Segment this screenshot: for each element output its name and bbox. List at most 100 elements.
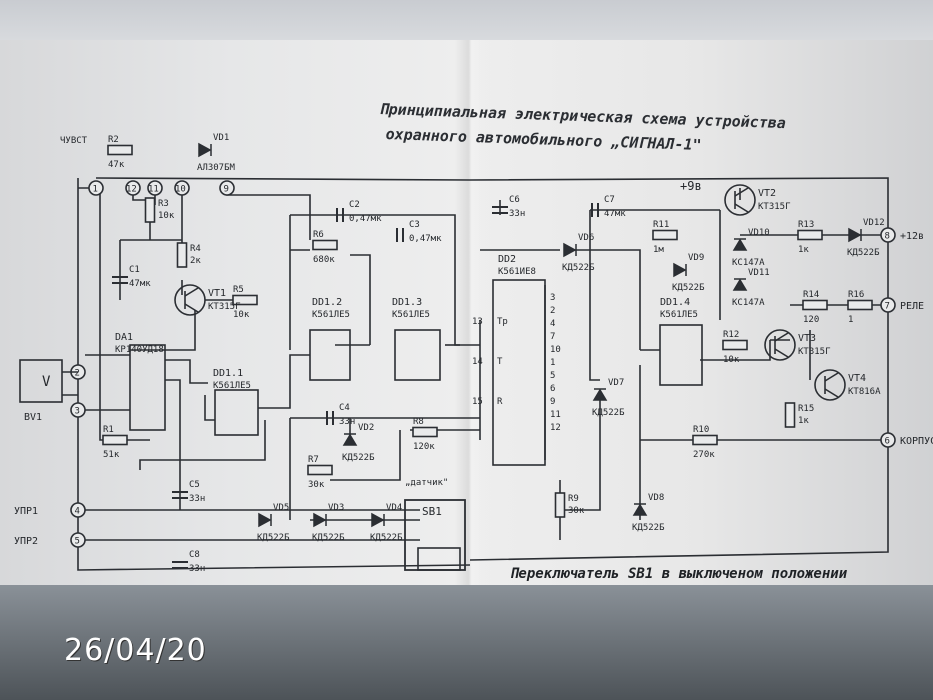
value-vt3: КТ315Г [798,347,831,357]
value-r15: 1к [798,416,809,426]
label-vd11: VD11 [748,268,770,278]
terminal-3 [70,402,86,418]
label-dd2: DD2 [498,254,516,265]
label-vd4: VD4 [386,503,402,513]
dd2-output-pin-12: 12 [550,423,561,433]
value-da1: КР140УД18 [115,345,164,355]
label-c8: C8 [189,550,200,560]
value-c1: 47мк [129,279,151,289]
dd2-input-pin-14: 14 [472,357,483,367]
label-r9: R9 [568,494,579,504]
terminal-9 [219,180,235,196]
transistor-vt4-collector [824,372,839,382]
transistor-vt3 [764,329,796,361]
terminal-number-2: 2 [75,369,80,379]
value-vt1: КТ315Г [208,302,241,312]
label-r15: R15 [798,404,814,414]
terminal-number-12: 12 [126,185,137,195]
label-c7: C7 [604,195,615,205]
terminal-11 [147,180,163,196]
resistor-r5 [232,294,258,306]
value-vd5: КД522Б [257,533,290,543]
value-vd10: КС147А [732,258,765,268]
label-r5: R5 [233,285,244,295]
table-surface [0,585,933,700]
label-vt3: VT3 [798,333,816,344]
value-vd8: КД522Б [632,523,665,533]
value-vd12: КД522Б [847,248,880,258]
terminal-number-1: 1 [93,185,98,195]
diode-group [198,142,862,528]
label-da1: DA1 [115,332,133,343]
diode-vd8 [632,503,648,516]
resistor-r10 [692,434,718,446]
value-r14: 120 [803,315,819,325]
terminal-6 [880,432,896,448]
value-dd1-1: К561ЛЕ5 [213,381,251,391]
diode-vd6 [563,242,577,258]
ic-dd1-2 [309,329,351,381]
value-c4: 33н [339,417,355,427]
resistor-r2 [107,144,133,156]
label-c1: C1 [129,265,140,275]
resistor-r1 [102,434,128,446]
transistor-group [174,184,846,401]
terminal-number-10: 10 [175,185,186,195]
value-r3: 10к [158,211,175,221]
label-vd1: VD1 [213,133,229,143]
diode-vd12 [848,227,862,243]
value-r7: 30к [308,480,325,490]
integrated-circuits [129,279,703,466]
capacitor-group [112,203,599,569]
value-r6: 680к [313,255,335,265]
resistor-r14 [802,299,828,311]
terminal-number-4: 4 [75,507,80,517]
terminal-7 [880,297,896,313]
value-dd2: К561ИЕ8 [498,267,536,277]
diode-vd2 [342,433,358,446]
transistor-vt4-emitter [824,388,839,398]
diode-vd1 [198,142,212,158]
terminal-group [70,180,896,548]
terminal-number-5: 5 [75,537,80,547]
label-c4: C4 [339,403,350,413]
terminal-number-11: 11 [148,185,159,195]
resistor-r15 [784,402,796,428]
dd2-output-pin-1: 1 [550,358,555,368]
dd2-output-pin-4: 4 [550,319,555,329]
value-c2: 0,47мк [349,214,382,224]
terminal-8 [880,227,896,243]
bv1-sensor [19,359,63,403]
label-dd1-3: DD1.3 [392,297,422,308]
dd2-output-pin-7: 7 [550,332,555,342]
label-vt4: VT4 [848,373,866,384]
label-dd1-1: DD1.1 [213,368,243,379]
resistor-r3 [144,197,156,223]
label-bv1: BV1 [24,412,42,423]
label-c3: C3 [409,220,420,230]
label-vd5: VD5 [273,503,289,513]
terminal-4 [70,502,86,518]
value-r8: 120к [413,442,435,452]
label-vd7: VD7 [608,378,624,388]
label-r8: R8 [413,417,424,427]
resistor-r12 [722,339,748,351]
transistor-vt3-emitter [774,348,789,358]
value-r1: 51к [103,450,120,460]
value-vd11: КС147А [732,298,765,308]
transistor-vt4 [814,369,846,401]
supply-label: +9в [680,179,702,193]
label-vd8: VD8 [648,493,664,503]
label-r16: R16 [848,290,864,300]
label-r1: R1 [103,425,114,435]
value-r13: 1к [798,245,809,255]
resistor-r16 [847,299,873,311]
label-r12: R12 [723,330,739,340]
terminal-number-6: 6 [885,437,890,447]
terminal-12 [125,180,141,196]
bv1-leads [62,371,78,396]
value-r10: 270к [693,450,715,460]
value-r5: 10к [233,310,250,320]
